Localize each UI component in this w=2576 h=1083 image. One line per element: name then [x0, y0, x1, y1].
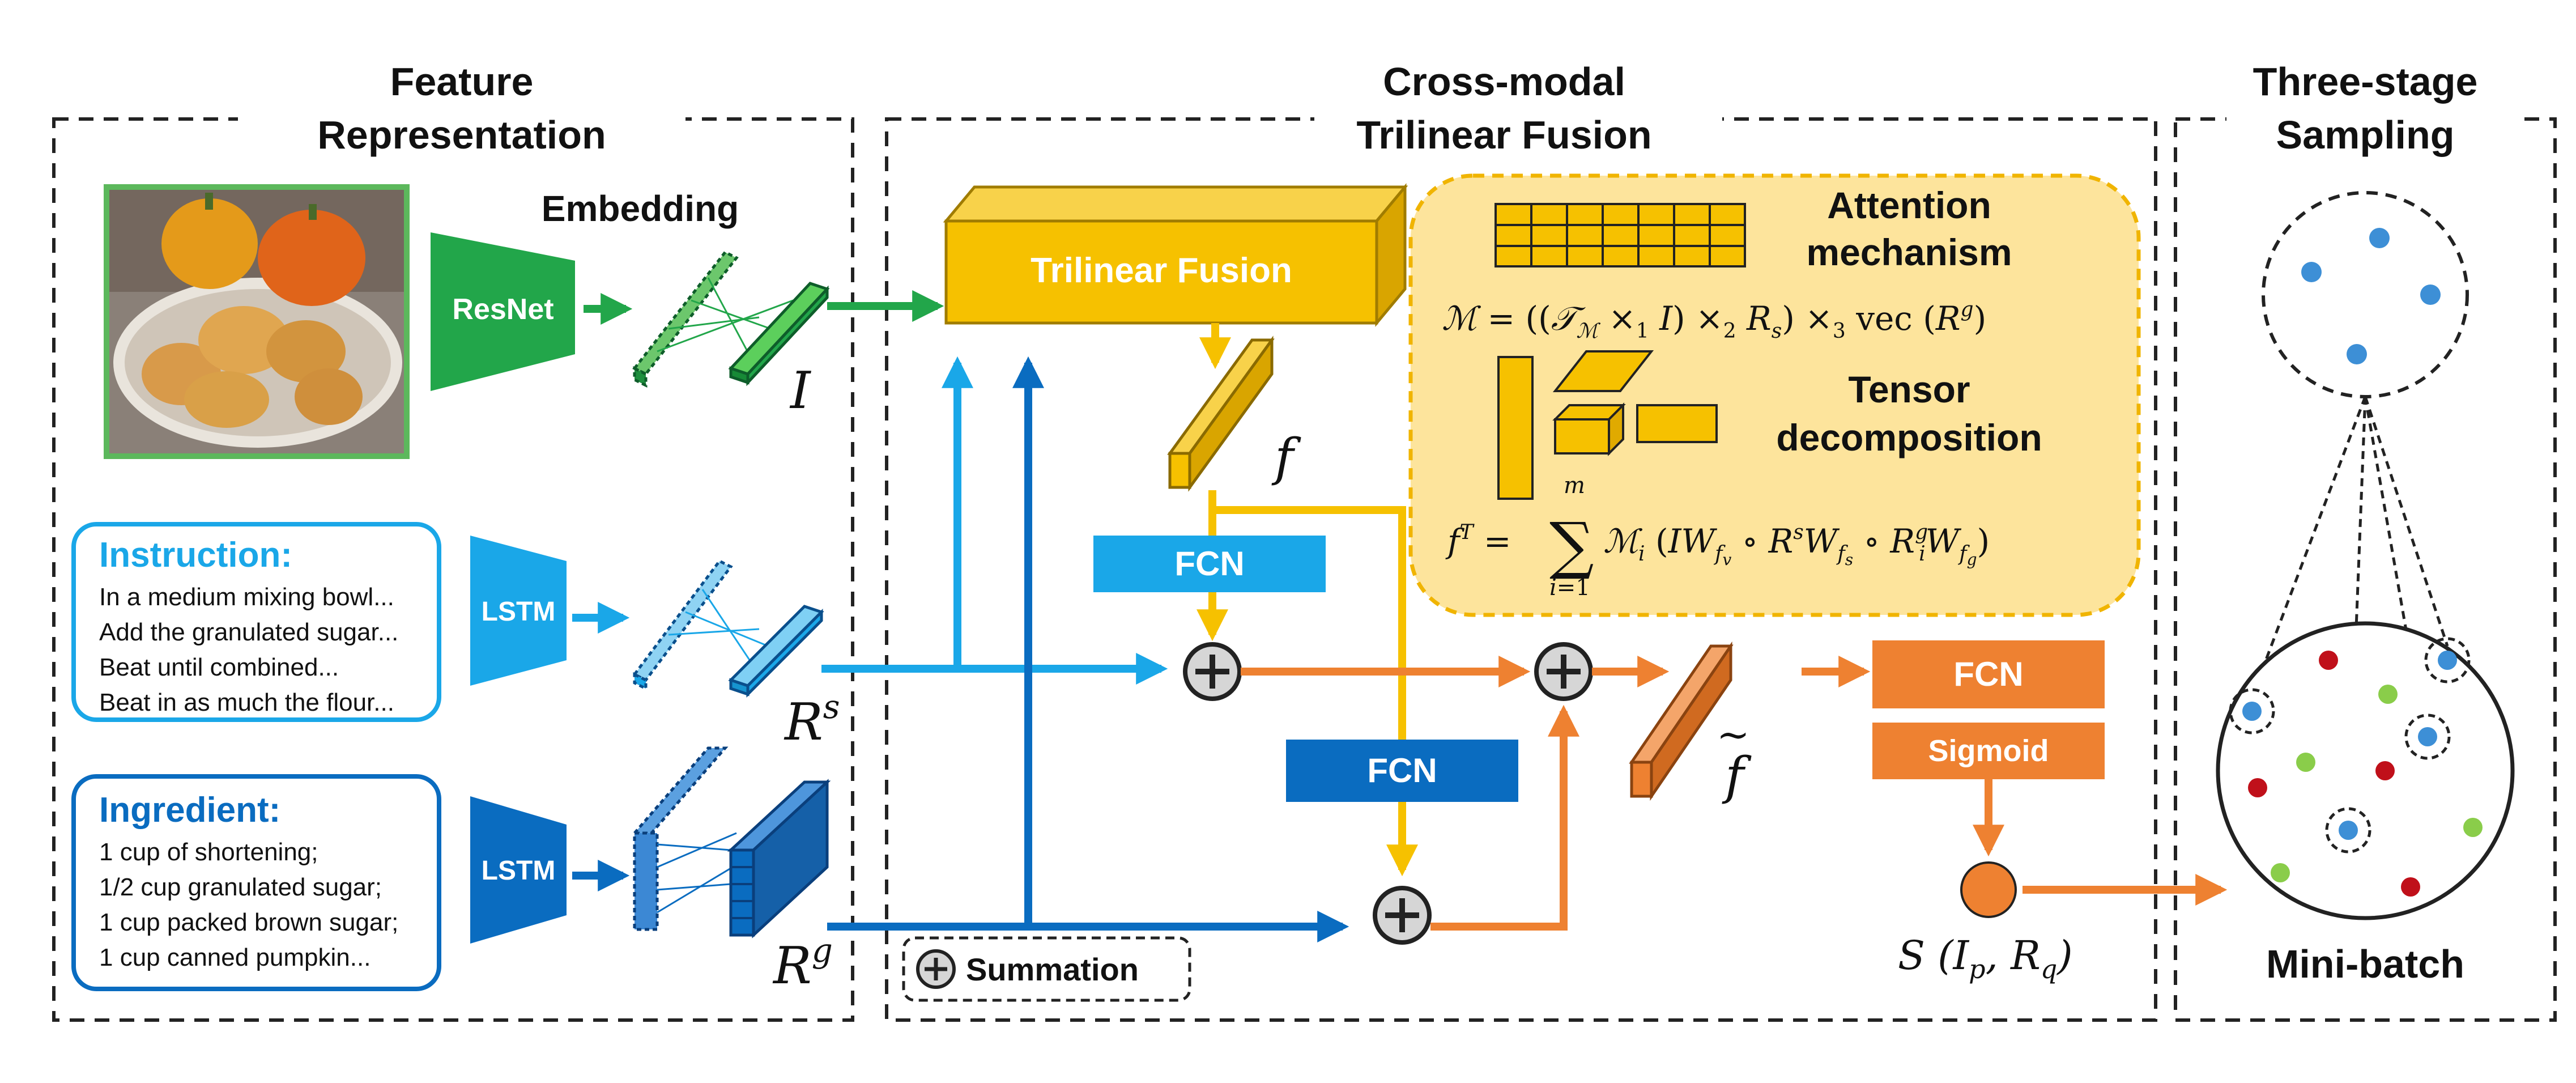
- yellow-branch-line: [1212, 506, 1406, 740]
- lstm-ingredient-label: LSTM: [482, 856, 556, 886]
- mb-point-green-2: [2296, 753, 2315, 772]
- pool-point-4: [2347, 344, 2367, 364]
- lstm-instruction-block: [470, 536, 567, 686]
- ingredient-title: Ingredient:: [99, 791, 280, 830]
- mb-selected-point-4: [2339, 821, 2358, 840]
- summation-label: Summation: [966, 952, 1139, 987]
- fcn-orange-label: FCN: [1953, 655, 2023, 693]
- attention-label-line2: mechanism: [1806, 231, 2012, 273]
- ingredient-line-1: 1 cup of shortening;: [99, 838, 318, 866]
- mb-point-red-4: [2401, 877, 2420, 897]
- ftilde-vector: [1629, 641, 1734, 801]
- svg-text:fT =: fT =: [1445, 521, 1511, 560]
- fusion-title-line2: Trilinear Fusion: [1356, 113, 1651, 157]
- sampling-frame: [2174, 117, 2557, 1022]
- svg-text:m: m: [1564, 473, 1585, 499]
- feature-title-line2: Representation: [317, 113, 606, 157]
- mb-selected-point-3: [2418, 727, 2437, 746]
- symbol-I: I: [789, 361, 811, 421]
- resnet-block: [431, 232, 575, 391]
- attention-formula: ℳ = ((𝒯ℳ ×1 I) ×2 Rs) ×3 vec (Rg): [1442, 298, 1986, 343]
- score-node: [1960, 861, 2017, 918]
- feature-title-line1: Feature: [390, 60, 534, 104]
- mb-selected-point-1: [2242, 702, 2262, 721]
- tensor-label-line1: Tensor: [1848, 368, 1970, 410]
- fcn-dark-block[interactable]: [1286, 740, 1518, 802]
- instruction-box: [71, 522, 441, 722]
- summation-legend: [902, 936, 1191, 1002]
- pool-point-2: [2369, 228, 2390, 248]
- instruction-embedding-vectors: [632, 559, 824, 698]
- svg-text:i=1: i=1: [1549, 575, 1590, 601]
- attention-label-line1: Attention: [1827, 184, 1991, 226]
- pool-point-3: [2420, 284, 2441, 305]
- minibatch-circle: [2216, 621, 2515, 920]
- attention-grid: [1494, 203, 1746, 267]
- pool-point-1: [2301, 262, 2322, 282]
- lstm-instruction-label: LSTM: [482, 597, 556, 627]
- ingredient-box: [71, 774, 441, 991]
- symbol-Rg: Rg: [772, 931, 833, 996]
- tensor-label-line2: decomposition: [1776, 417, 2042, 458]
- mb-point-red-1: [2319, 651, 2338, 670]
- plus-node-1: [1183, 642, 1242, 701]
- resnet-label: ResNet: [452, 293, 553, 326]
- trilinear-fusion-label: Trilinear Fusion: [1031, 251, 1292, 290]
- mb-point-green-4: [2271, 863, 2290, 882]
- symbol-f: f: [1271, 428, 1301, 487]
- ingredient-line-4: 1 cup canned pumpkin...: [99, 944, 371, 971]
- image-embedding-vectors: [632, 250, 830, 388]
- minibatch-label: Mini-batch: [2266, 942, 2464, 986]
- mb-point-red-2: [2248, 778, 2267, 797]
- sampling-title-line1: Three-stage: [2253, 60, 2478, 104]
- instruction-line-3: Beat until combined...: [99, 653, 339, 681]
- mb-point-red-3: [2375, 761, 2395, 780]
- mb-point-green-1: [2378, 685, 2398, 704]
- sigmoid-label: Sigmoid: [1928, 734, 2049, 768]
- ingredient-embedding-stack: [631, 746, 831, 938]
- summation-plus-icon: [916, 949, 956, 989]
- tilde-mark: ~: [1717, 711, 1750, 758]
- tensor-shapes: [1497, 350, 1718, 500]
- instruction-title: Instruction:: [99, 536, 292, 575]
- instruction-line-4: Beat in as much the flour...: [99, 689, 394, 716]
- f-vector: [1167, 335, 1275, 492]
- score-label: S (Ip, Rq): [1898, 932, 2073, 984]
- fusion-title-line1: Cross-modal: [1383, 60, 1625, 104]
- plus-node-2: [1534, 642, 1593, 701]
- mb-selected-point-2: [2438, 651, 2457, 670]
- symbol-Rs: Rs: [784, 687, 840, 752]
- sigmoid-block[interactable]: [1872, 723, 2105, 779]
- instruction-line-1: In a medium mixing bowl...: [99, 583, 394, 611]
- plus-node-3: [1373, 886, 1432, 945]
- fcn-light-block[interactable]: [1093, 536, 1326, 592]
- svg-text:∑: ∑: [1549, 509, 1594, 581]
- fcn-light-label: FCN: [1174, 545, 1244, 583]
- attention-tensor-panel: [1408, 173, 2141, 617]
- instruction-line-2: Add the granulated sugar...: [99, 618, 398, 646]
- embedding-label: Embedding: [542, 188, 739, 229]
- arrow-plus3-to-plus2: [1430, 704, 1579, 931]
- mb-point-green-3: [2463, 818, 2483, 837]
- food-image: [104, 184, 410, 459]
- ingredient-line-2: 1/2 cup granulated sugar;: [99, 873, 382, 901]
- sampling-title-line2: Sampling: [2276, 113, 2454, 157]
- fcn-dark-label: FCN: [1367, 751, 1437, 789]
- ingredient-line-3: 1 cup packed brown sugar;: [99, 908, 398, 936]
- lstm-ingredient-block: [470, 796, 567, 944]
- fcn-orange-block[interactable]: [1872, 640, 2105, 708]
- trilinear-fusion-block[interactable]: [943, 183, 1408, 327]
